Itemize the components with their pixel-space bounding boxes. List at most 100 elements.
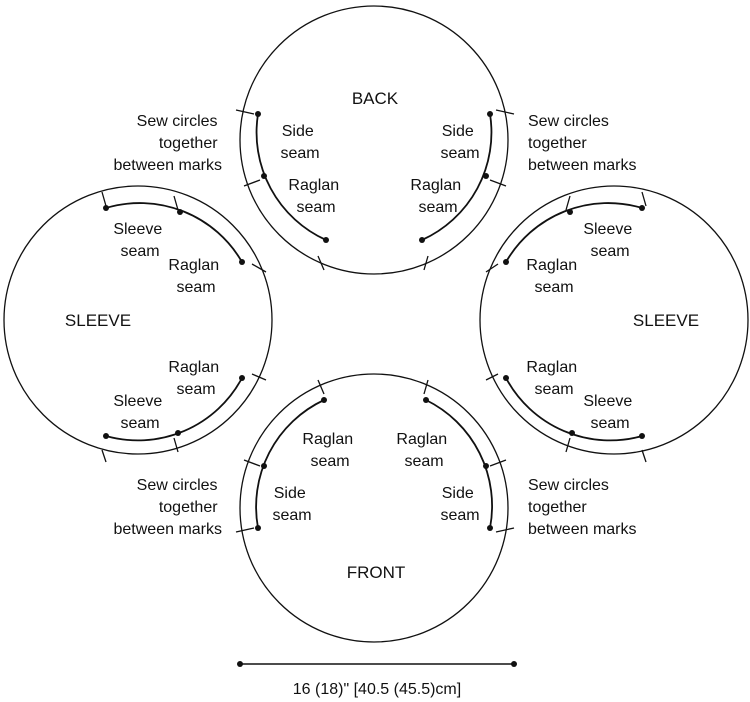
- right-sleeve-seam-bottom: Sleeve seam: [583, 393, 636, 432]
- instruction-line-1: Sew circles: [528, 477, 609, 494]
- instruction-line-1: Sew circles: [137, 113, 218, 130]
- raglan-label-1: Raglan: [168, 359, 219, 376]
- left-raglan-seam-bottom: Raglan seam: [168, 359, 223, 398]
- left-sleeve-circle: [3, 185, 273, 455]
- dimension-label: 16 (18)" [40.5 (45.5)cm]: [293, 681, 461, 698]
- side-label-1: Side: [442, 123, 474, 140]
- back-seam-arcs: [255, 113, 493, 241]
- left-sleeve-seam-arcs: [105, 202, 243, 442]
- dot: [177, 209, 183, 215]
- raglan-label-1: Raglan: [288, 177, 339, 194]
- raglan-label-2: seam: [176, 381, 215, 398]
- dot: [103, 433, 109, 439]
- raglan-label-1: Raglan: [526, 257, 577, 274]
- dot: [567, 209, 573, 215]
- sleeve-label-1: Sleeve: [113, 221, 162, 238]
- raglan-label-2: seam: [418, 199, 457, 216]
- raglan-label-2: seam: [404, 453, 443, 470]
- dot: [503, 375, 509, 381]
- front-seam-arcs: [255, 399, 493, 529]
- dot: [487, 111, 493, 117]
- right-sleeve-seam-top: Sleeve seam: [583, 221, 636, 260]
- dot: [503, 259, 509, 265]
- back-raglan-seam-right: Raglan seam: [410, 177, 465, 216]
- dot: [483, 463, 489, 469]
- back-circle: [239, 5, 509, 275]
- dot: [255, 111, 261, 117]
- dot: [261, 463, 267, 469]
- instruction-line-2: together: [159, 135, 218, 152]
- dot: [321, 397, 327, 403]
- front-side-seam-right: Side seam: [440, 485, 479, 524]
- sleeve-label-1: Sleeve: [583, 221, 632, 238]
- raglan-label-2: seam: [296, 199, 335, 216]
- raglan-label-2: seam: [534, 381, 573, 398]
- dot: [639, 205, 645, 211]
- instruction-top-right: Sew circles together between marks: [528, 113, 637, 174]
- side-label-2: seam: [440, 507, 479, 524]
- back-label: BACK: [352, 89, 399, 108]
- sleeve-label-2: seam: [120, 415, 159, 432]
- dot: [483, 173, 489, 179]
- sleeve-label-2: seam: [590, 243, 629, 260]
- back-raglan-seam-left: Raglan seam: [288, 177, 343, 216]
- raglan-label-2: seam: [176, 279, 215, 296]
- dot: [175, 430, 181, 436]
- sleeve-label-1: Sleeve: [583, 393, 632, 410]
- sleeve-label-2: seam: [120, 243, 159, 260]
- left-sleeve-seam-top: Sleeve seam: [113, 221, 166, 260]
- dot: [255, 525, 261, 531]
- raglan-label-1: Raglan: [168, 257, 219, 274]
- left-raglan-seam-top: Raglan seam: [168, 257, 223, 296]
- left-sleeve-label: SLEEVE: [65, 311, 131, 330]
- raglan-label-2: seam: [310, 453, 349, 470]
- dimension-line: [237, 661, 517, 667]
- right-sleeve-label: SLEEVE: [633, 311, 699, 330]
- side-label-1: Side: [282, 123, 314, 140]
- tick-marks: [101, 109, 647, 533]
- side-label-2: seam: [280, 145, 319, 162]
- back-side-seam-left: Side seam: [280, 123, 319, 162]
- right-raglan-seam-top: Raglan seam: [526, 257, 581, 296]
- side-label-2: seam: [440, 145, 479, 162]
- dot: [239, 259, 245, 265]
- instruction-line-1: Sew circles: [137, 477, 218, 494]
- dot: [239, 375, 245, 381]
- instruction-line-2: together: [159, 499, 218, 516]
- right-sleeve-circle: [479, 185, 749, 455]
- side-label-2: seam: [272, 507, 311, 524]
- instruction-line-2: together: [528, 499, 587, 516]
- instruction-line-1: Sew circles: [528, 113, 609, 130]
- instruction-line-3: between marks: [528, 521, 637, 538]
- sleeve-label-1: Sleeve: [113, 393, 162, 410]
- dimension-end-dot: [237, 661, 243, 667]
- dot: [261, 173, 267, 179]
- front-circle: [239, 373, 509, 643]
- side-label-1: Side: [274, 485, 306, 502]
- dimension-end-dot: [511, 661, 517, 667]
- seam-dots: [103, 111, 645, 531]
- front-side-seam-left: Side seam: [272, 485, 311, 524]
- dot: [103, 205, 109, 211]
- dot: [419, 237, 425, 243]
- raglan-label-1: Raglan: [302, 431, 353, 448]
- instruction-line-3: between marks: [528, 157, 637, 174]
- right-sleeve-seam-arcs: [505, 202, 643, 442]
- dot: [423, 397, 429, 403]
- instruction-top-left: Sew circles together between marks: [114, 113, 223, 174]
- side-label-1: Side: [442, 485, 474, 502]
- instruction-line-3: between marks: [114, 157, 223, 174]
- dot: [323, 237, 329, 243]
- raglan-label-1: Raglan: [410, 177, 461, 194]
- front-raglan-seam-right: Raglan seam: [396, 431, 451, 470]
- dot: [487, 525, 493, 531]
- raglan-label-1: Raglan: [526, 359, 577, 376]
- right-raglan-seam-bottom: Raglan seam: [526, 359, 581, 398]
- instruction-line-3: between marks: [114, 521, 223, 538]
- back-side-seam-right: Side seam: [440, 123, 479, 162]
- left-sleeve-seam-bottom: Sleeve seam: [113, 393, 166, 432]
- raglan-label-1: Raglan: [396, 431, 447, 448]
- raglan-label-2: seam: [534, 279, 573, 296]
